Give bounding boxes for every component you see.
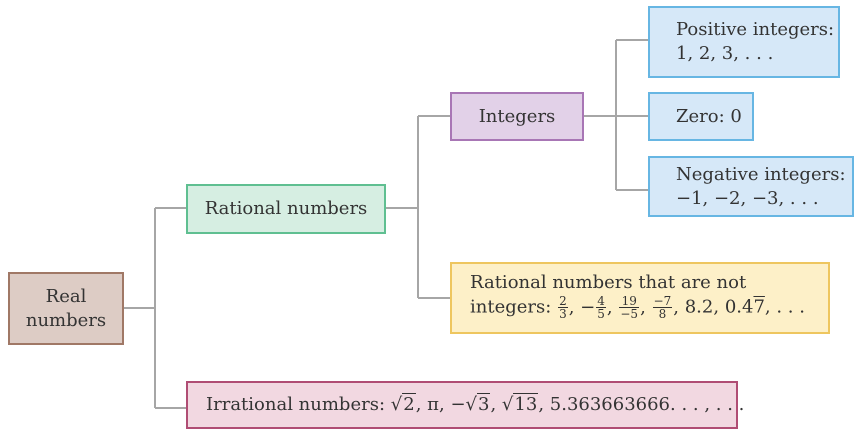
positive-integers-examples: 1, 2, 3, . . . xyxy=(676,43,774,64)
connector-real xyxy=(124,207,186,409)
decimal-example: 8.2, xyxy=(684,296,720,318)
negative-integers-node: Negative integers: −1, −2, −3, . . . xyxy=(648,156,854,217)
negative-integers-examples: −1, −2, −3, . . . xyxy=(676,188,819,209)
non-integer-rationals-node: Rational numbers that are not integers: … xyxy=(450,262,830,334)
non-integer-rationals-title: Rational numbers that are not xyxy=(470,272,747,293)
irrational-decimal: 5.363663666. . . , . . . xyxy=(549,394,745,415)
real-numbers-node: Real numbers xyxy=(8,272,124,345)
positive-integers-node: Positive integers: 1, 2, 3, . . . xyxy=(648,6,840,78)
real-numbers-line1: Real xyxy=(45,285,87,307)
irrational-numbers-node: Irrational numbers: √2, π, −√3, √13, 5.3… xyxy=(186,381,744,429)
connector-rational xyxy=(386,115,450,299)
real-numbers-line2: numbers xyxy=(25,309,107,331)
integers-node: Integers xyxy=(450,92,584,141)
repeating-decimal-example: 0.47, . . . xyxy=(724,296,805,318)
sqrt-13: √13 xyxy=(501,393,539,415)
sqrt-2: √2 xyxy=(390,393,416,415)
fraction-3: 19−5, xyxy=(619,294,646,321)
connector-integers xyxy=(584,39,648,191)
zero-node: Zero: 0 xyxy=(648,92,754,141)
negative-integers-title: Negative integers: xyxy=(676,164,846,185)
rational-numbers-node: Rational numbers xyxy=(186,184,386,234)
rational-numbers-label: Rational numbers xyxy=(204,198,368,219)
zero-label: Zero: 0 xyxy=(676,105,742,127)
irrational-numbers-prefix: Irrational numbers: xyxy=(206,394,386,415)
neg-sqrt-3: −√3 xyxy=(450,393,491,415)
pi-symbol: π, xyxy=(427,394,445,415)
non-integer-rationals-prefix: integers: xyxy=(470,296,552,318)
positive-integers-title: Positive integers: xyxy=(676,19,835,40)
integers-label: Integers xyxy=(478,105,556,127)
